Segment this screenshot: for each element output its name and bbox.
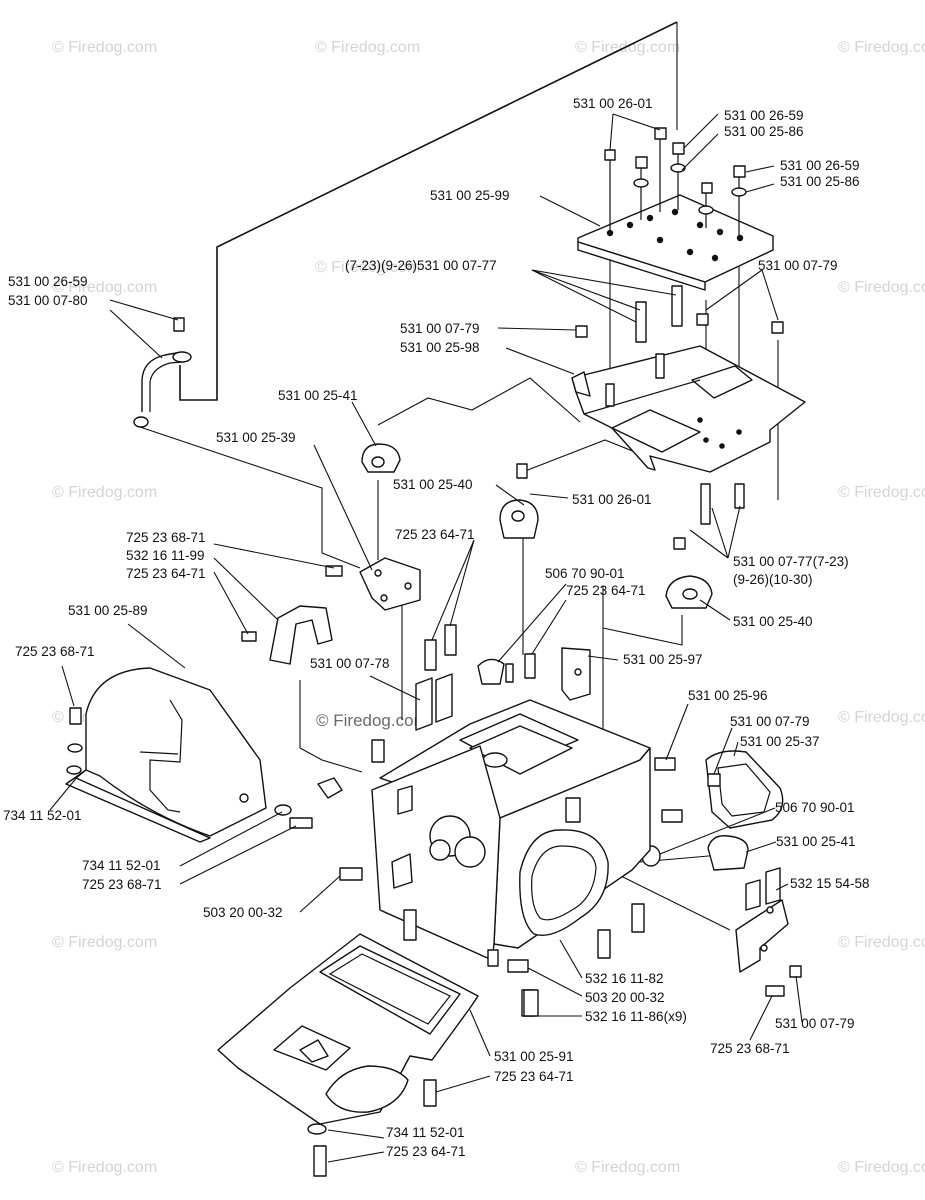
watermark: © Firedog.com <box>838 934 925 951</box>
part-label: 531 00 26-01 <box>573 96 653 111</box>
part-label: 725 23 64-71 <box>126 566 206 581</box>
part-label: 531 00 25-98 <box>400 340 480 355</box>
part-label: 734 11 52-01 <box>386 1125 465 1140</box>
part-label: 725 23 64-71 <box>566 583 646 598</box>
bottom-pan <box>217 933 479 1177</box>
part-label: 531 00 25-41 <box>776 834 856 849</box>
watermark: © Firedog.com <box>575 1159 680 1176</box>
part-label: 532 16 11-99 <box>126 548 205 563</box>
part-label: 531 00 26-59 <box>724 108 804 123</box>
part-label: 531 00 25-40 <box>733 614 813 629</box>
watermark: © Firedog.com <box>838 709 925 726</box>
leader-lines <box>49 113 803 1163</box>
part-label: 531 00 25-39 <box>216 430 296 445</box>
ground-wire <box>179 21 678 401</box>
part-label: 725 23 64-71 <box>386 1144 466 1159</box>
clamp <box>241 605 333 665</box>
part-label: 734 11 52-01 <box>3 808 82 823</box>
nut-icon <box>575 313 784 550</box>
engine-mid-shroud <box>571 285 806 550</box>
part-label: 725 23 64-71 <box>494 1069 574 1084</box>
part-label: 531 00 26-01 <box>572 492 652 507</box>
guide-line <box>299 747 363 773</box>
part-label: 531 00 07-79 <box>730 714 810 729</box>
watermark: © Firedog.com <box>52 1159 157 1176</box>
part-label: 531 00 07-79 <box>758 258 838 273</box>
part-label: 725 23 68-71 <box>710 1041 790 1056</box>
part-label: 532 15 54-58 <box>790 876 870 891</box>
latch-bracket <box>561 647 591 701</box>
part-label: 531 00 25-86 <box>724 124 804 139</box>
rubber-isolator <box>707 835 749 871</box>
part-label: 725 23 68-71 <box>15 644 95 659</box>
watermark: © Firedog.com <box>838 279 925 296</box>
watermark-center: © Firedog.com <box>316 711 428 730</box>
guide-line <box>377 377 581 426</box>
washer-bolt-icon <box>274 804 313 829</box>
part-label: 531 00 07-79 <box>775 1016 855 1031</box>
watermark: © Firedog.com <box>52 484 157 501</box>
watermark: © Firedog.com <box>52 934 157 951</box>
watermark: © Firedog.com <box>315 39 420 56</box>
watermark: © Firedog.com <box>838 1159 925 1176</box>
rubber-isolator <box>499 463 539 539</box>
part-label: 531 00 25-91 <box>494 1049 574 1064</box>
belt-cover <box>65 667 267 843</box>
part-label: 725 23 68-71 <box>126 530 206 545</box>
engine-housing <box>317 699 651 1017</box>
guide-line <box>139 426 361 569</box>
part-label: 531 00 25-96 <box>688 688 768 703</box>
part-label: 531 00 25-97 <box>623 652 703 667</box>
plug-icon <box>477 658 505 685</box>
part-label: 532 16 11-82 <box>585 971 664 986</box>
watermark: © Firedog.com <box>315 259 420 276</box>
engine-top-plate <box>577 127 774 291</box>
part-label: 506 70 90-01 <box>775 800 855 815</box>
part-label: 734 11 52-01 <box>82 858 161 873</box>
watermark: © Firedog.com <box>52 39 157 56</box>
watermark: © Firedog.com <box>575 39 680 56</box>
part-label: 531 00 25-89 <box>68 603 148 618</box>
part-label: 503 20 00-32 <box>585 990 665 1005</box>
part-label: 531 00 25-37 <box>740 734 820 749</box>
part-labels: 531 00 26-01 531 00 26-59 531 00 25-86 5… <box>3 96 870 1159</box>
clip-icon <box>523 989 539 1017</box>
watermark: © Firedog.com <box>838 484 925 501</box>
part-label: 531 00 25-99 <box>430 188 510 203</box>
watermark-layer: © Firedog.com © Firedog.com © Firedog.co… <box>52 39 925 1176</box>
part-label: 531 00 25-86 <box>780 174 860 189</box>
watermark: © Firedog.com <box>52 279 157 296</box>
ground-wire-terminal <box>133 317 192 428</box>
part-label: (9-26)(10-30) <box>733 572 813 587</box>
part-label: 531 00 25-41 <box>278 388 358 403</box>
part-label: 532 16 11-86(x9) <box>585 1009 687 1024</box>
part-label: 725 23 68-71 <box>82 877 162 892</box>
part-label: (7-23)(9-26)531 00 07-77 <box>345 258 497 273</box>
part-label: 531 00 07-78 <box>310 656 390 671</box>
part-label: 506 70 90-01 <box>545 566 625 581</box>
watermark: © Firedog.com <box>838 39 925 56</box>
part-label: 503 20 00-32 <box>203 905 283 920</box>
mount-bracket <box>325 557 421 611</box>
part-label: 531 00 26-59 <box>780 158 860 173</box>
nut-icon <box>604 127 747 215</box>
part-label: 531 00 26-59 <box>8 274 88 289</box>
part-label: 531 00 07-77(7-23) <box>733 554 849 569</box>
part-label: 531 00 07-80 <box>8 293 88 308</box>
reference-lines <box>139 21 779 931</box>
rubber-isolator <box>361 443 401 473</box>
part-label: 725 23 64-71 <box>395 527 475 542</box>
guide-line <box>602 615 683 646</box>
small-bracket <box>415 673 453 731</box>
part-label: 531 00 07-79 <box>400 321 480 336</box>
isolator-bracket <box>735 867 802 997</box>
part-label: 531 00 25-40 <box>393 477 473 492</box>
